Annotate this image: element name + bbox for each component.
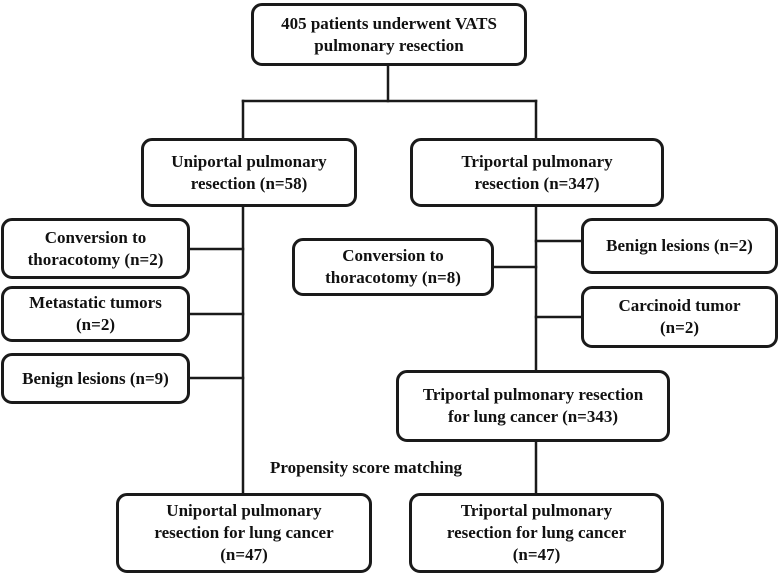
node-tri-lung-cancer: Triportal pulmonary resection for lung c… [396,370,670,442]
node-triportal: Triportal pulmonary resection (n=347) [410,138,664,207]
node-tri-benign: Benign lesions (n=2) [581,218,778,274]
node-uniportal: Uniportal pulmonary resection (n=58) [141,138,357,207]
node-uni-metastatic: Metastatic tumors (n=2) [1,286,190,342]
node-tri-conversion: Conversion to thoracotomy (n=8) [292,238,494,296]
node-root: 405 patients underwent VATS pulmonary re… [251,3,527,66]
node-uni-final: Uniportal pulmonary resection for lung c… [116,493,372,573]
node-tri-carcinoid: Carcinoid tumor (n=2) [581,286,778,348]
node-uni-benign: Benign lesions (n=9) [1,353,190,404]
node-uni-conversion: Conversion to thoracotomy (n=2) [1,218,190,279]
node-tri-final: Triportal pulmonary resection for lung c… [409,493,664,573]
propensity-matching-label: Propensity score matching [270,458,463,477]
